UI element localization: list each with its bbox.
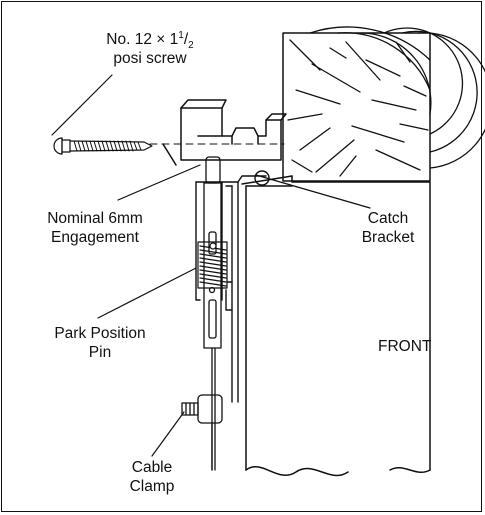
screw-label-line2: posi screw bbox=[113, 50, 187, 67]
post-end-grain bbox=[282, 26, 485, 182]
catch-bracket-label: Catch Bracket bbox=[338, 209, 438, 247]
post bbox=[241, 175, 431, 477]
park-pin-label: Park Position Pin bbox=[30, 324, 170, 362]
leader-screw bbox=[51, 74, 113, 136]
cable-clamp-label-line1: Cable bbox=[131, 459, 173, 476]
leader-lines bbox=[51, 74, 371, 457]
front-label: FRONT bbox=[378, 338, 432, 355]
cable-clamp-label: Cable Clamp bbox=[112, 458, 192, 496]
screw-label-fraction-den: 2 bbox=[188, 40, 194, 52]
screw-label-fraction-slash: / bbox=[183, 31, 189, 48]
leader-park bbox=[97, 267, 197, 319]
leader-catch bbox=[255, 174, 371, 209]
engagement-label: Nominal 6mm Engagement bbox=[20, 209, 170, 247]
screw-label-fraction-num: 1 bbox=[178, 29, 184, 41]
catch-bracket bbox=[149, 99, 287, 166]
catch-bracket-label-line1: Catch bbox=[367, 210, 409, 227]
park-pin-label-line2: Pin bbox=[88, 344, 112, 361]
screw-label-line1: No. 12 × 11/2 bbox=[86, 29, 214, 52]
catch-bracket-label-line2: Bracket bbox=[361, 229, 415, 246]
engagement-label-line1: Nominal 6mm bbox=[47, 210, 143, 227]
cable-clamp bbox=[181, 394, 223, 471]
engagement-label-line2: Engagement bbox=[51, 229, 139, 246]
screw-label-size: No. 12 × 1 bbox=[106, 31, 179, 48]
screw bbox=[53, 137, 153, 155]
leader-engagement bbox=[117, 164, 201, 201]
screw-label: No. 12 × 11/2 posi screw bbox=[86, 30, 214, 68]
cable-clamp-label-line2: Clamp bbox=[129, 478, 175, 495]
park-pin-label-line1: Park Position bbox=[54, 325, 146, 342]
guide-plate bbox=[195, 170, 270, 403]
leader-clamp bbox=[151, 411, 185, 457]
